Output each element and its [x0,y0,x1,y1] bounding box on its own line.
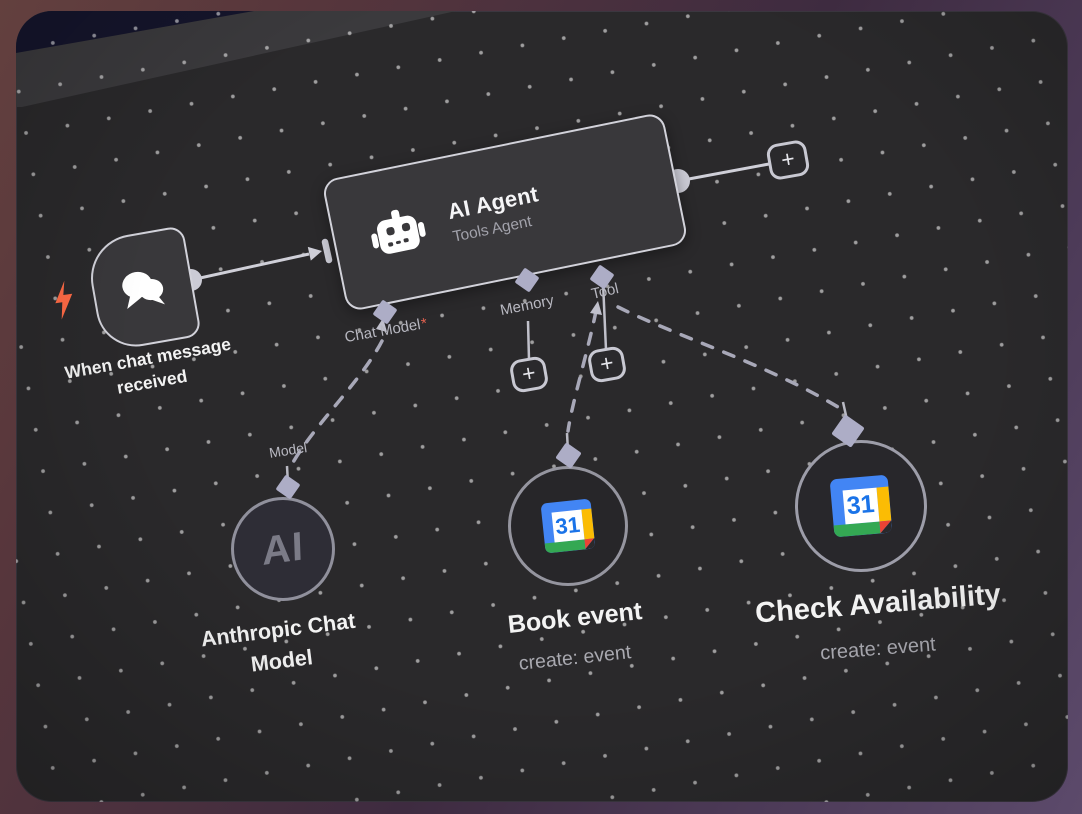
plus-icon: + [778,144,797,173]
node-check-availability[interactable]: 31 [795,440,927,572]
connection-agent-to-plus [677,162,770,183]
lightning-bolt-icon [55,280,73,320]
plus-icon: + [597,349,616,377]
anthropic-logo-icon: AI [261,523,305,574]
calendar-page: 31 [842,487,880,525]
tool-arrow-icon [590,301,602,315]
node-chat-trigger[interactable] [84,225,202,353]
google-calendar-icon: 31 [540,498,596,554]
robot-icon [367,205,429,263]
agent-input-port[interactable] [321,238,333,264]
calendar-green-strip [544,538,586,554]
chatmodel-arrow-icon [376,318,387,332]
calendar-green-strip [833,521,881,538]
tool-stem [601,281,608,351]
connection-lines [180,162,849,485]
connection-tool-check-dashed [616,305,840,409]
agent-text-block: AI Agent Tools Agent [445,181,545,246]
input-arrow-icon [307,246,322,261]
calendar-day: 31 [554,511,582,539]
plus-icon: + [519,359,538,387]
chat-bubbles-icon [122,271,166,310]
connection-chatmodel-dashed [289,339,384,468]
google-calendar-icon: 31 [829,474,893,538]
node-book-event[interactable]: 31 [508,466,628,586]
robot-head [375,214,422,256]
calendar-page: 31 [551,509,584,542]
memory-stem [526,320,531,361]
calendar-day: 31 [845,490,876,521]
connection-trigger-to-agent [190,252,310,282]
node-anthropic-chat-model[interactable]: AI [231,497,335,601]
workflow-canvas[interactable]: When chat message received AI Agent Tool… [16,11,1068,802]
